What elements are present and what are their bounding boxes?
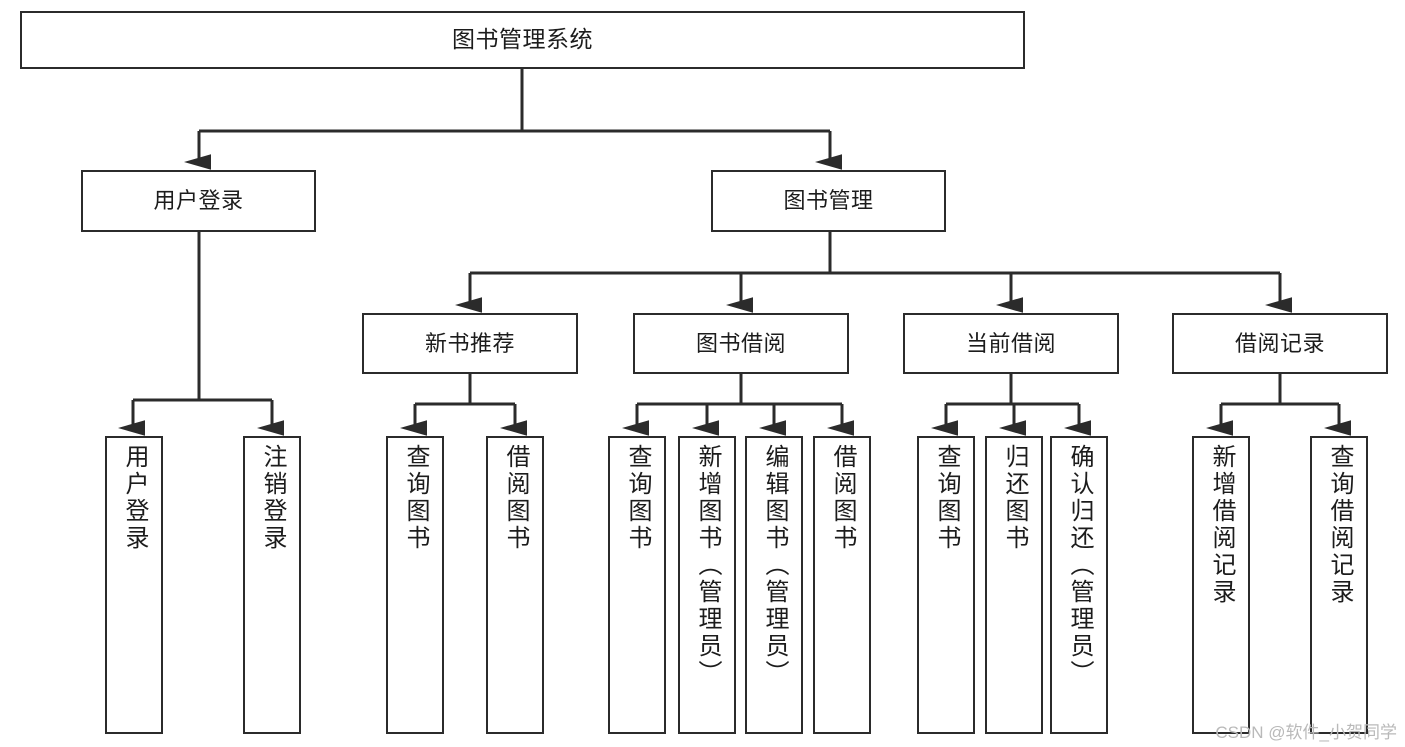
node-leaf-borrow-book-rec[interactable]: 借阅图书: [486, 436, 544, 734]
node-leaf-query-book-current[interactable]: 查询图书: [917, 436, 975, 734]
node-leaf-edit-book-admin[interactable]: 编辑图书（管理员）: [745, 436, 803, 734]
node-level3-book-borrow[interactable]: 图书借阅: [633, 313, 849, 374]
node-label: 借阅记录: [1234, 330, 1325, 356]
node-leaf-return-book[interactable]: 归还图书: [985, 436, 1043, 734]
node-leaf-user-login[interactable]: 用户登录: [105, 436, 163, 734]
node-label: 用户登录: [153, 188, 244, 214]
node-label: 图书管理系统: [452, 26, 593, 53]
node-label: 图书管理: [783, 188, 874, 214]
node-level2-user-login[interactable]: 用户登录: [81, 170, 316, 232]
node-leaf-query-borrow-record[interactable]: 查询借阅记录: [1310, 436, 1368, 734]
node-label: 编辑图书（管理员）: [761, 444, 788, 687]
node-level2-book-management[interactable]: 图书管理: [711, 170, 946, 232]
node-label: 查询图书: [402, 444, 429, 552]
node-level3-current-borrow[interactable]: 当前借阅: [903, 313, 1119, 374]
node-root[interactable]: 图书管理系统: [20, 11, 1025, 69]
node-label: 新书推荐: [424, 330, 515, 356]
node-leaf-add-borrow-record[interactable]: 新增借阅记录: [1192, 436, 1250, 734]
node-label: 归还图书: [1001, 444, 1028, 552]
node-level3-borrow-record[interactable]: 借阅记录: [1172, 313, 1388, 374]
node-level3-new-book-recommend[interactable]: 新书推荐: [362, 313, 578, 374]
node-label: 查询图书: [933, 444, 960, 552]
node-label: 借阅图书: [829, 444, 856, 552]
watermark: CSDN @软件_小贺同学: [1215, 723, 1397, 742]
node-leaf-query-book-rec[interactable]: 查询图书: [386, 436, 444, 734]
node-label: 查询图书: [624, 444, 651, 552]
node-label: 查询借阅记录: [1326, 444, 1353, 606]
node-leaf-confirm-return-admin[interactable]: 确认归还（管理员）: [1050, 436, 1108, 734]
node-leaf-logout[interactable]: 注销登录: [243, 436, 301, 734]
node-label: 新增借阅记录: [1208, 444, 1235, 606]
node-leaf-borrow-book[interactable]: 借阅图书: [813, 436, 871, 734]
node-label: 确认归还（管理员）: [1066, 444, 1093, 687]
node-leaf-query-book-borrow[interactable]: 查询图书: [608, 436, 666, 734]
node-leaf-add-book-admin[interactable]: 新增图书（管理员）: [678, 436, 736, 734]
node-label: 图书借阅: [695, 330, 786, 356]
node-label: 注销登录: [259, 444, 286, 552]
node-label: 新增图书（管理员）: [694, 444, 721, 687]
node-label: 借阅图书: [502, 444, 529, 552]
node-label: 用户登录: [121, 444, 148, 552]
node-label: 当前借阅: [965, 330, 1056, 356]
